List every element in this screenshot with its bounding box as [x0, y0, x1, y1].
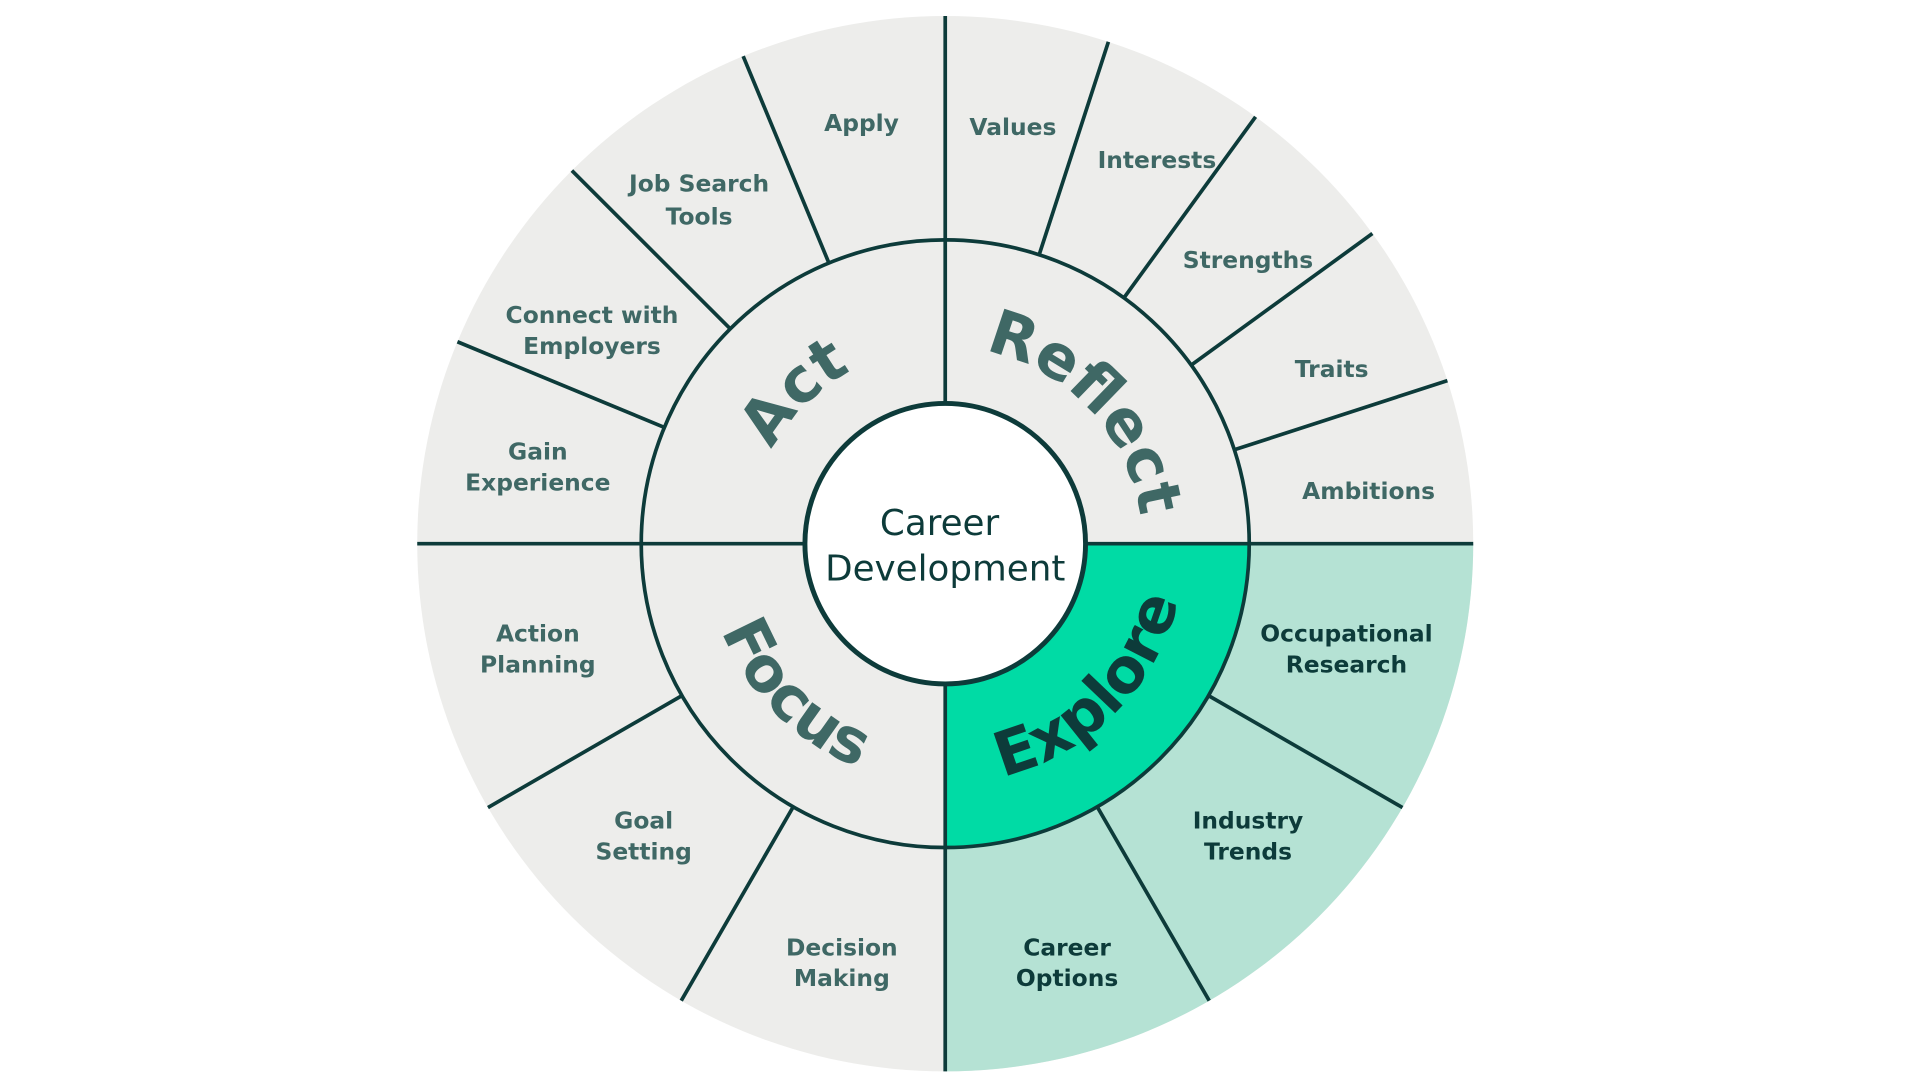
- segment-divider: [570, 169, 732, 331]
- segment-strengths[interactable]: Strengths: [1183, 245, 1313, 273]
- segment-divider: [487, 694, 683, 810]
- segment-divider: [741, 55, 831, 264]
- center-title: Career Development: [825, 503, 1065, 590]
- segment-divider: [1207, 694, 1404, 810]
- segment-apply[interactable]: Apply: [824, 109, 899, 137]
- segment-divider: [1095, 805, 1211, 1002]
- segment-divider: [1190, 232, 1374, 367]
- center-circle: [802, 401, 1088, 687]
- segment-divider: [1233, 378, 1448, 452]
- segment-interests[interactable]: Interests: [1098, 146, 1217, 174]
- segment-divider: [1122, 115, 1258, 299]
- segment-ambitions[interactable]: Ambitions: [1302, 477, 1435, 505]
- segment-divider: [1037, 41, 1111, 256]
- segment-dividers: [417, 15, 1474, 1072]
- segment-traits[interactable]: Traits: [1295, 355, 1369, 383]
- segment-divider: [679, 805, 795, 1002]
- segment-divider: [456, 340, 666, 430]
- segment-values[interactable]: Values: [969, 112, 1056, 140]
